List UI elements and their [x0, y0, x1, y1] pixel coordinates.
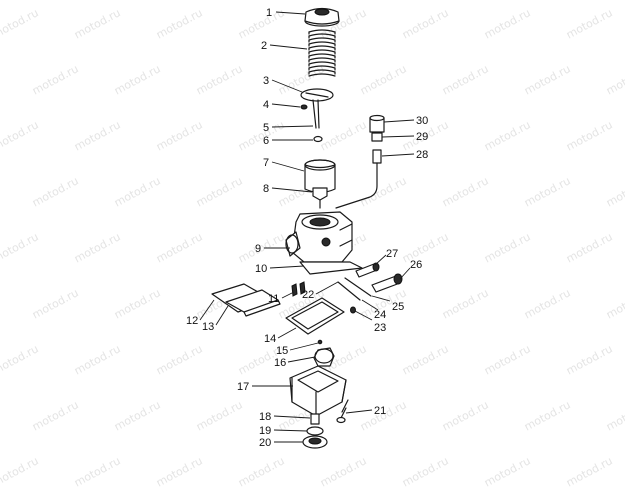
part-spring — [308, 29, 336, 77]
part-needle-holder — [312, 187, 328, 209]
part-carburetor-body — [285, 211, 363, 275]
callout-21: 21 — [374, 405, 386, 417]
callout-26: 26 — [410, 259, 422, 271]
callout-12: 12 — [186, 315, 198, 327]
callout-8: 8 — [263, 183, 269, 195]
part-gasket — [285, 297, 345, 335]
callout-7: 7 — [263, 157, 269, 169]
callout-10: 10 — [255, 263, 267, 275]
part-float-bowl — [289, 365, 347, 417]
callout-22: 22 — [302, 289, 314, 301]
carburetor-exploded-view: 1 2 3 4 5 6 7 8 9 10 11 12 13 14 15 16 1… — [186, 7, 428, 449]
part-screws-right — [355, 262, 403, 293]
callout-30: 30 — [416, 115, 428, 127]
callout-5: 5 — [263, 122, 269, 134]
callout-11: 11 — [268, 293, 279, 305]
callout-1: 1 — [266, 7, 272, 19]
callout-20: 20 — [259, 437, 271, 449]
leader-lines — [199, 11, 415, 443]
callout-14: 14 — [264, 333, 276, 345]
callout-3: 3 — [263, 75, 269, 87]
part-small-hardware — [337, 277, 372, 314]
callout-16: 16 — [274, 357, 286, 369]
part-float — [313, 339, 335, 367]
callout-19: 19 — [259, 425, 271, 437]
part-float-plate — [211, 283, 281, 317]
callout-28: 28 — [416, 149, 428, 161]
callout-4: 4 — [263, 99, 269, 111]
callout-24: 24 — [374, 309, 386, 321]
callout-29: 29 — [416, 131, 428, 143]
part-plate — [300, 88, 334, 102]
part-washer — [313, 135, 323, 143]
callout-6: 6 — [263, 135, 269, 147]
callout-18: 18 — [259, 411, 271, 423]
callout-17: 17 — [237, 381, 249, 393]
callout-9: 9 — [255, 243, 261, 255]
part-bowl-bottom — [302, 413, 328, 449]
callout-13: 13 — [202, 321, 214, 333]
callout-labels: 1 2 3 4 5 6 7 8 9 10 11 12 13 14 15 16 1… — [186, 7, 428, 449]
callout-2: 2 — [261, 40, 267, 52]
callout-15: 15 — [276, 345, 288, 357]
part-drain-screw — [336, 399, 349, 424]
part-top-cap — [304, 7, 340, 27]
part-clip-and-needle — [300, 99, 320, 129]
part-throttle-slide — [304, 159, 336, 194]
callout-27: 27 — [386, 248, 398, 260]
part-fitting-assembly — [335, 114, 385, 209]
callout-23: 23 — [374, 322, 386, 334]
callout-25: 25 — [392, 301, 404, 313]
